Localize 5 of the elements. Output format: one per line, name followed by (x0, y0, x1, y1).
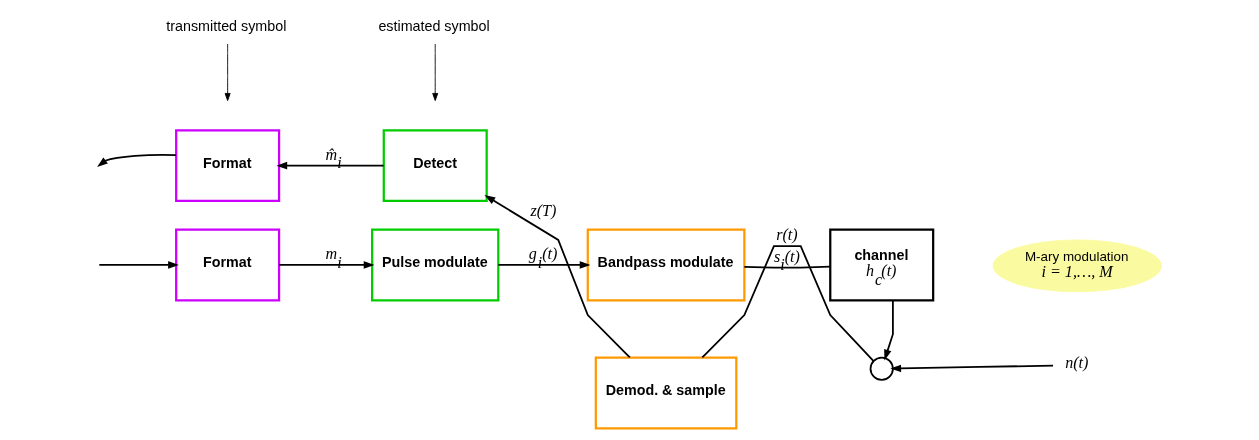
edge-label: z(T) (530, 202, 556, 220)
edge-label: r(t) (775, 226, 798, 244)
node-text: transmitted symbol (165, 18, 286, 35)
node-text: estimated symbol (377, 18, 490, 35)
node-text: n(t) (1064, 354, 1088, 372)
